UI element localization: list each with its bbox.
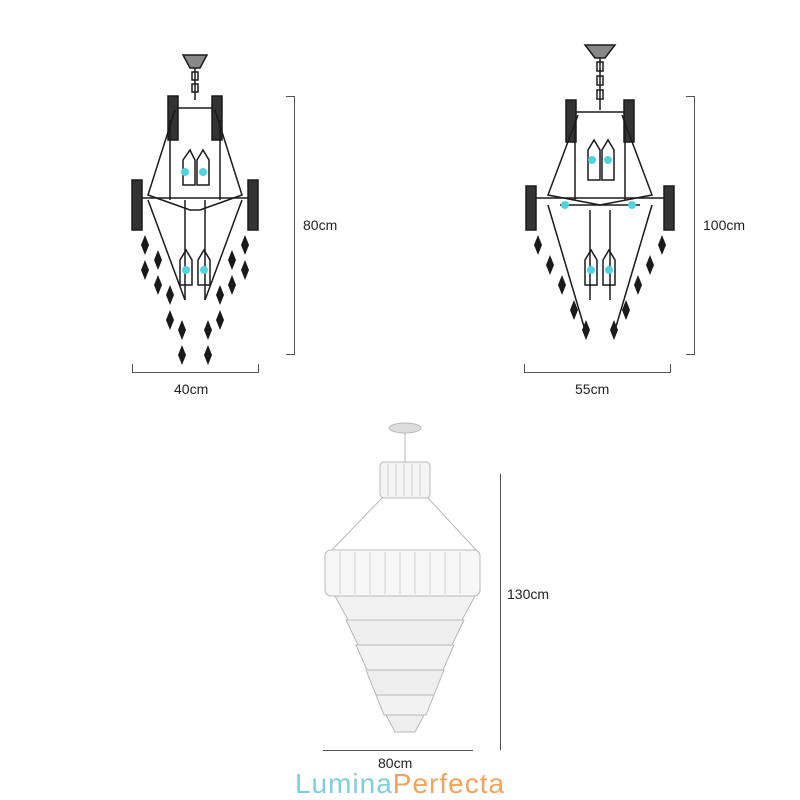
- medium-width-tick-right: [670, 364, 671, 373]
- brand-watermark: LuminaPerfecta: [0, 768, 800, 800]
- small-height-tick-bottom: [286, 354, 295, 355]
- medium-width-line: [524, 372, 670, 373]
- medium-width-tick-left: [524, 364, 525, 373]
- medium-height-tick-top: [686, 96, 695, 97]
- large-height-label: 130cm: [507, 586, 550, 602]
- brand-part-2: Perfecta: [392, 768, 506, 799]
- large-width-line: [323, 750, 473, 751]
- small-height-line: [294, 96, 295, 354]
- small-width-tick-left: [132, 364, 133, 373]
- small-width-label: 40cm: [174, 381, 209, 397]
- medium-height-label: 100cm: [703, 217, 746, 233]
- small-width-line: [132, 372, 258, 373]
- large-height-line: [500, 474, 501, 750]
- brand-part-1: Lumina: [294, 768, 393, 799]
- medium-height-line: [694, 96, 695, 354]
- large-width-label: 80cm: [378, 755, 413, 771]
- small-height-label: 80cm: [303, 217, 338, 233]
- small-width-tick-right: [258, 364, 259, 373]
- small-height-tick-top: [286, 96, 295, 97]
- medium-height-tick-bottom: [686, 354, 695, 355]
- medium-width-label: 55cm: [575, 381, 610, 397]
